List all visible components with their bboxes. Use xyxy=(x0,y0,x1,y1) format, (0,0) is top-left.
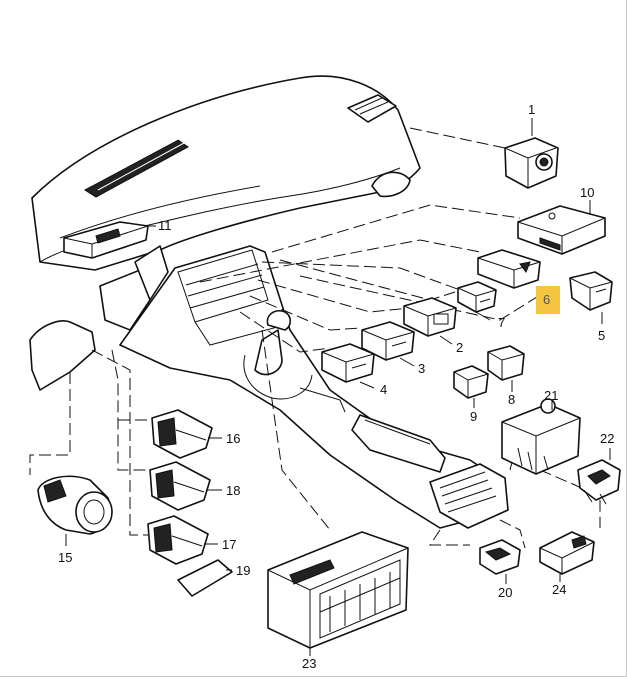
center-console xyxy=(119,245,509,529)
label-1: 1 xyxy=(528,102,535,117)
label-22: 22 xyxy=(600,431,614,446)
part-1-switch xyxy=(504,137,559,189)
part-16-switch xyxy=(151,409,213,459)
part-19-seal xyxy=(177,559,233,597)
gear-knob xyxy=(266,310,292,331)
label-21: 21 xyxy=(544,388,558,403)
label-6: 6 xyxy=(543,292,550,307)
label-4: 4 xyxy=(380,382,387,397)
part-3-switch xyxy=(361,321,415,361)
label-20: 20 xyxy=(498,585,512,600)
part-10-panel xyxy=(517,205,606,255)
part-5-switch xyxy=(569,271,613,311)
label-18: 18 xyxy=(226,483,240,498)
label-3: 3 xyxy=(418,361,425,376)
part-22-sensor xyxy=(577,459,621,505)
label-5: 5 xyxy=(598,328,605,343)
part-21-module xyxy=(501,398,581,475)
label-7: 7 xyxy=(498,315,505,330)
label-16: 16 xyxy=(226,431,240,446)
label-19: 19 xyxy=(236,563,250,578)
highlight-box xyxy=(536,286,560,314)
label-10: 10 xyxy=(580,185,594,200)
part-labels: 1 10 11 6 5 7 2 3 4 8 9 21 22 16 18 17 1… xyxy=(58,102,614,671)
part-9-switch xyxy=(453,365,489,399)
part-7-switch xyxy=(457,281,497,313)
part-23-climate-control xyxy=(267,531,409,649)
part-2-switch xyxy=(403,297,457,337)
dashboard-body xyxy=(29,75,421,391)
label-24: 24 xyxy=(552,582,566,597)
part-8-switch xyxy=(487,345,525,381)
label-23: 23 xyxy=(302,656,316,671)
part-24-switch xyxy=(539,531,595,575)
label-15: 15 xyxy=(58,550,72,565)
label-11: 11 xyxy=(158,218,172,233)
label-9: 9 xyxy=(470,409,477,424)
leader-lines xyxy=(65,118,611,656)
part-17-switch xyxy=(147,515,209,565)
label-2: 2 xyxy=(456,340,463,355)
part-18-switch xyxy=(149,461,211,511)
part-4-switch xyxy=(321,343,375,383)
label-17: 17 xyxy=(222,537,236,552)
part-11-trim xyxy=(63,221,149,259)
part-20-button xyxy=(479,539,521,575)
label-8: 8 xyxy=(508,392,515,407)
part-6-hazard-switch xyxy=(477,249,541,289)
part-15-ignition-lock xyxy=(37,475,113,535)
